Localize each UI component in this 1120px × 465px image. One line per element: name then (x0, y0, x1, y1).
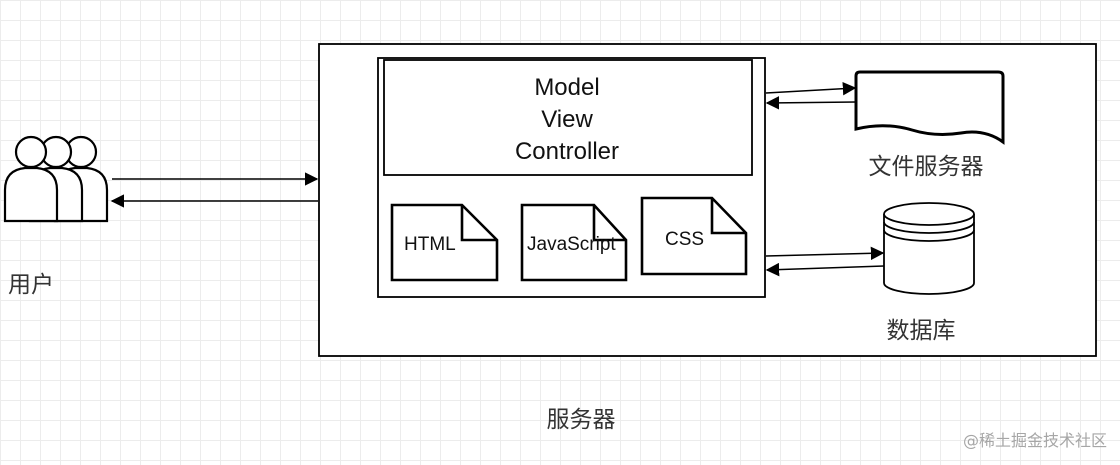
mvc-controller-label: Controller (515, 138, 619, 165)
html-file-label: HTML (404, 234, 456, 255)
database-icon (883, 202, 975, 295)
arrow-file-server-to-app (765, 96, 857, 110)
arrow-app-to-database (765, 246, 885, 261)
server-label: 服务器 (547, 407, 616, 433)
css-file-label: CSS (665, 229, 704, 250)
database-label: 数据库 (887, 318, 956, 344)
file-server-label: 文件服务器 (869, 154, 984, 180)
mvc-view-label: View (541, 106, 593, 133)
file-server-icon (854, 70, 1005, 145)
watermark-text: @稀土掘金技术社区 (963, 431, 1107, 450)
arrow-app-to-file-server (765, 81, 857, 96)
user-icon (3, 135, 109, 223)
javascript-file-icon (520, 203, 628, 282)
mvc-box (383, 59, 753, 176)
user-label: 用户 (8, 272, 54, 298)
javascript-file-label: JavaScript (527, 234, 616, 255)
arrow-database-to-app (765, 262, 885, 277)
html-file-icon (390, 203, 499, 282)
mvc-model-label: Model (534, 74, 599, 101)
css-file-icon (640, 196, 748, 276)
